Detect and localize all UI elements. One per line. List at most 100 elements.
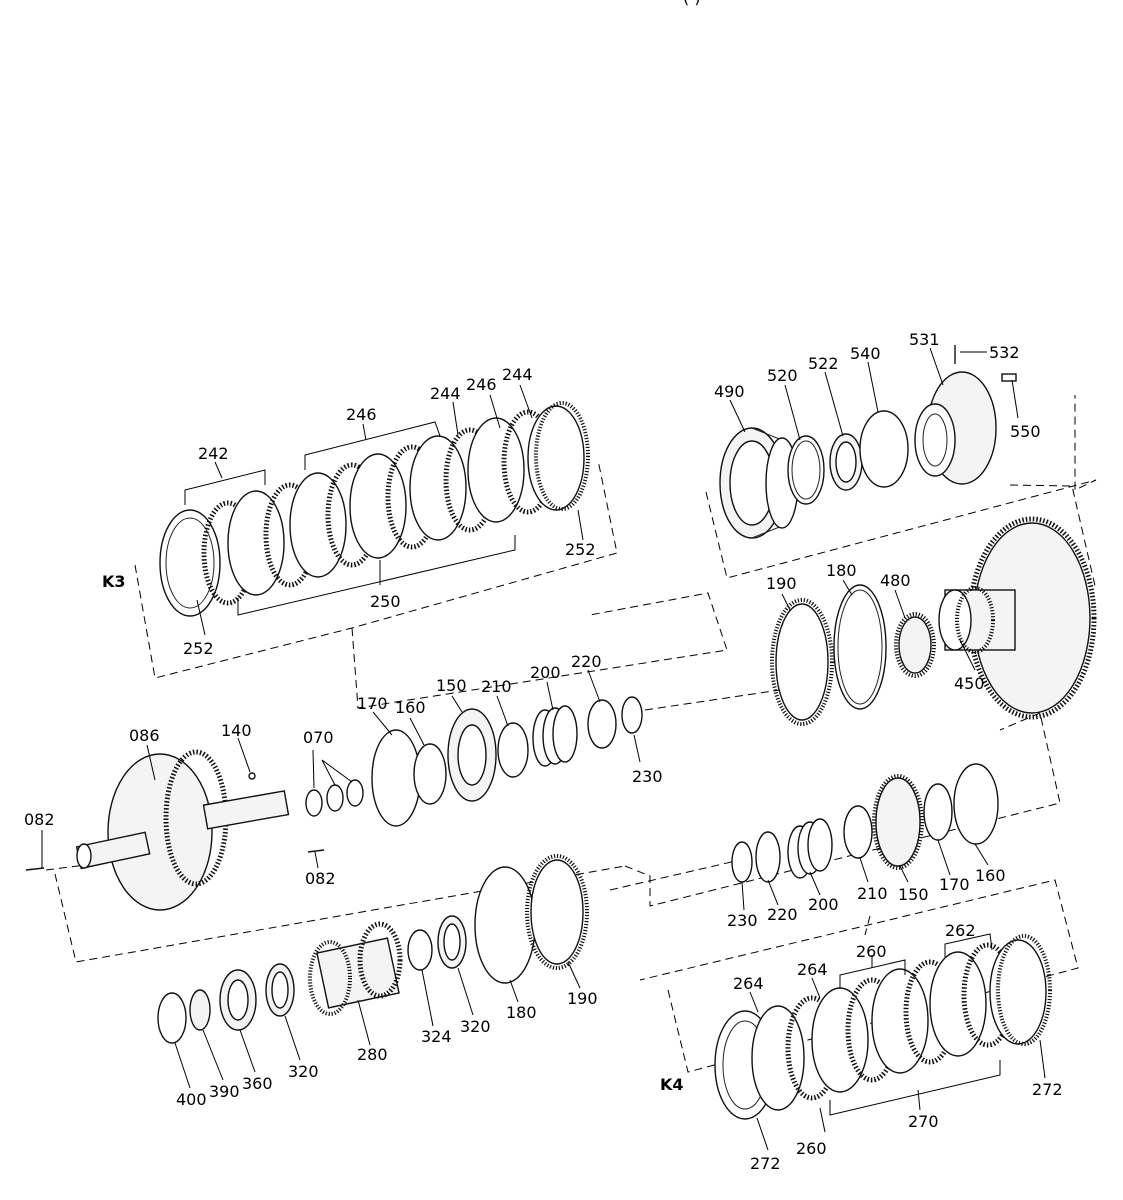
ring-210-lower [843, 805, 873, 859]
label-320-left: 320 [288, 1062, 319, 1081]
disc-plain-3 [349, 453, 407, 559]
disc-272-right [989, 939, 1047, 1045]
label-270: 270 [908, 1112, 939, 1131]
label-360: 360 [242, 1074, 273, 1093]
label-531: 531 [909, 330, 940, 349]
ring-070-b [326, 784, 344, 812]
ring-170-upper [371, 729, 421, 827]
disc-plain-1 [227, 490, 285, 596]
lower-left-row [157, 854, 589, 1044]
ring-230-upper [621, 696, 643, 734]
label-252-left: 252 [183, 639, 214, 658]
label-244-right: 244 [502, 365, 533, 384]
nut-390 [189, 989, 211, 1031]
label-532: 532 [989, 343, 1020, 362]
disc-252-right [527, 405, 585, 511]
k3-clutch-pack [159, 401, 590, 617]
label-260-bottom: 260 [796, 1139, 827, 1158]
ring-160-upper [413, 743, 447, 805]
label-220-upper: 220 [571, 652, 602, 671]
label-140: 140 [221, 721, 252, 740]
label-150-upper: 150 [436, 676, 467, 695]
label-252-right: 252 [565, 540, 596, 559]
ring-230-lower [731, 841, 753, 883]
k4-clutch-pack [714, 934, 1052, 1120]
ring-170-lower [923, 783, 953, 841]
connector-dash-1 [644, 689, 781, 711]
label-246-right: 246 [466, 375, 497, 394]
label-272-left: 272 [750, 1154, 781, 1173]
label-170-upper: 170 [357, 694, 388, 713]
upper-right-gear-group [770, 516, 1097, 726]
label-190-lower: 190 [567, 989, 598, 1008]
label-082-right: 082 [305, 869, 336, 888]
label-450: 450 [954, 674, 985, 693]
shaft-spline [202, 790, 290, 830]
k4-outline [639, 879, 1079, 1073]
label-180-lower: 180 [506, 1003, 537, 1022]
label-480: 480 [880, 571, 911, 590]
ring-180-upper [833, 584, 887, 710]
upper-right-bearings [719, 345, 1017, 539]
label-400: 400 [176, 1090, 207, 1109]
pin-082-right [307, 849, 325, 853]
disc-264-left [751, 1005, 805, 1111]
upper-right-outline [705, 395, 1097, 579]
label-522: 522 [808, 354, 839, 373]
label-324: 324 [421, 1027, 452, 1046]
disc-264-right [811, 987, 869, 1093]
ball-140 [248, 772, 256, 780]
middle-outline [54, 865, 626, 963]
ring-540 [859, 410, 909, 488]
ring-324 [407, 929, 433, 971]
middle-upper-row [305, 696, 643, 827]
group-label-k3: K3 [102, 572, 126, 591]
disc-plain-4 [409, 435, 467, 541]
label-210-lower: 210 [857, 884, 888, 903]
label-230-lower: 230 [727, 911, 758, 930]
upper-right-outline-2 [1009, 484, 1097, 591]
ring-070-c [346, 779, 364, 807]
ring-220-upper [587, 699, 617, 749]
label-540: 540 [850, 344, 881, 363]
middle-lower-row [731, 763, 999, 883]
label-520: 520 [767, 366, 798, 385]
pin-082-left [25, 867, 45, 871]
k4-outline-top [864, 915, 871, 936]
label-244-left: 244 [430, 384, 461, 403]
group-label-k4: K4 [660, 1075, 684, 1094]
label-160-upper: 160 [395, 698, 426, 717]
label-070: 070 [303, 728, 334, 747]
gear-480 [898, 616, 932, 674]
bolt-550 [1001, 373, 1017, 382]
label-220-lower: 220 [767, 905, 798, 924]
label-550: 550 [1010, 422, 1041, 441]
label-264-left: 264 [733, 974, 764, 993]
label-250: 250 [370, 592, 401, 611]
part-labels: 242 246 244 246 244 252 250 252 490 520 … [24, 330, 1063, 1173]
label-170-lower: 170 [939, 875, 970, 894]
ring-210-upper [497, 722, 529, 778]
label-190-upper: 190 [766, 574, 797, 593]
connector-dash-3 [609, 859, 741, 891]
label-082-left: 082 [24, 810, 55, 829]
label-490: 490 [714, 382, 745, 401]
label-210-upper: 210 [481, 677, 512, 696]
label-160-lower: 160 [975, 866, 1006, 885]
ring-160-lower [953, 763, 999, 845]
label-180-upper: 180 [826, 561, 857, 580]
label-150-lower: 150 [898, 885, 929, 904]
piston-150-lower [875, 777, 921, 867]
label-242: 242 [198, 444, 229, 463]
label-264-right: 264 [797, 960, 828, 979]
label-390: 390 [209, 1082, 240, 1101]
disc-plain-2 [289, 472, 347, 578]
disc-190-upper [775, 603, 829, 721]
label-280: 280 [357, 1045, 388, 1064]
gear-280 [316, 937, 400, 1009]
label-262: 262 [945, 921, 976, 940]
label-200-lower: 200 [808, 895, 839, 914]
ring-400 [157, 992, 187, 1044]
label-272-right: 272 [1032, 1080, 1063, 1099]
